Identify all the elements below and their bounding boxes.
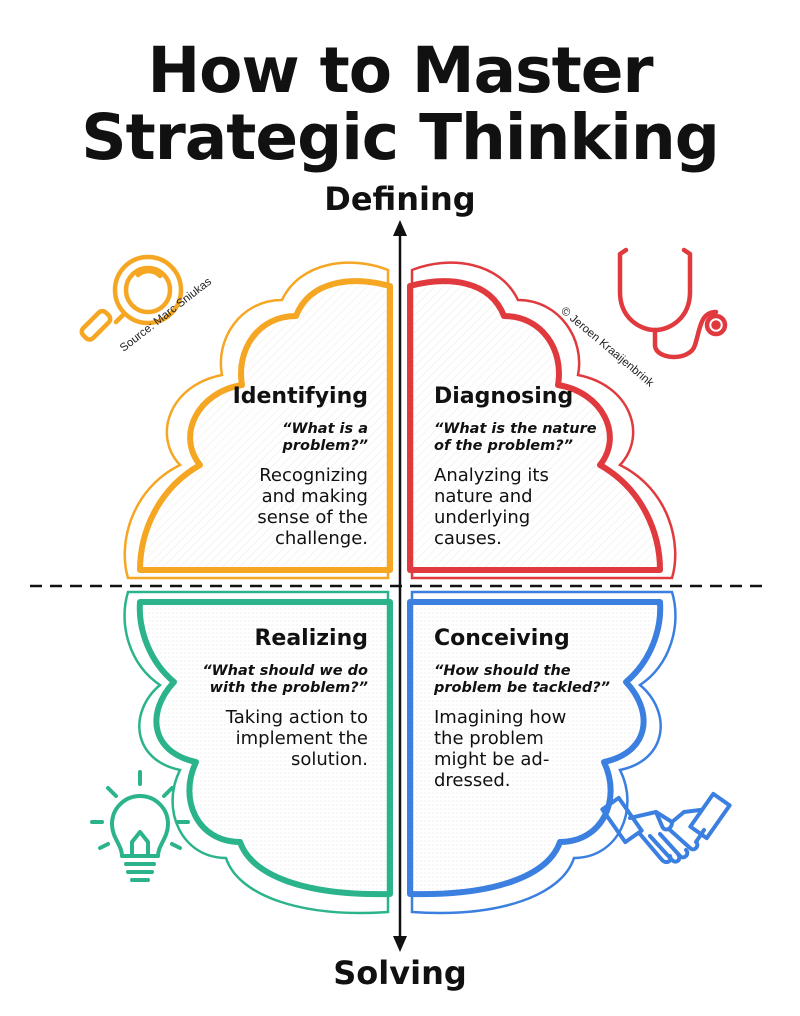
description-line: Taking action to — [225, 707, 368, 728]
quadrant-diagnosing-text: Diagnosing “What is the nature of the pr… — [434, 383, 634, 549]
lightbulb-icon — [90, 770, 190, 882]
description-line: dressed. — [434, 770, 511, 791]
description-line: implement the — [235, 728, 368, 749]
quadrant-identifying-description: Recognizing and making sense of the chal… — [168, 465, 368, 549]
axis-top-label: Defining — [324, 180, 476, 218]
quadrant-conceiving-title: Conceiving — [434, 626, 570, 651]
axis-arrow-up — [393, 220, 407, 236]
question-line: “What should we do — [202, 663, 368, 679]
quadrant-conceiving-question: “How should the problem be tackled?” — [434, 663, 634, 697]
page-title-line2: Strategic Thinking — [81, 101, 720, 174]
description-line: Imagining how — [434, 707, 567, 728]
handshake-icon — [600, 791, 732, 865]
quadrant-conceiving-text: Conceiving “How should the problem be ta… — [434, 625, 634, 791]
quadrant-realizing-text: Realizing “What should we do with the pr… — [168, 625, 368, 770]
magnifying-glass-icon — [79, 254, 184, 342]
quadrant-identifying-title: Identifying — [232, 384, 368, 409]
outer-outline-conceiving — [410, 590, 677, 915]
question-line: with the problem?” — [209, 680, 368, 696]
description-line: challenge. — [274, 528, 368, 549]
description-line: Analyzing its — [434, 465, 549, 486]
quadrant-realizing-title: Realizing — [254, 626, 368, 651]
description-line: the problem — [434, 728, 544, 749]
description-line: underlying — [434, 507, 531, 528]
quadrant-conceiving-shape — [407, 599, 664, 898]
quadrant-diagnosing-description: Analyzing its nature and underlying caus… — [434, 465, 634, 549]
quadrant-realizing-shape — [136, 599, 393, 898]
quadrant-conceiving-description: Imagining how the problem might be ad- d… — [434, 707, 634, 791]
quadrant-diagnosing-title: Diagnosing — [434, 384, 574, 409]
description-line: sense of the — [257, 507, 368, 528]
question-line: problem be tackled?” — [434, 680, 610, 696]
question-line: “What is the nature — [434, 421, 597, 437]
quadrant-diagnosing-shape — [407, 278, 663, 573]
stethoscope-icon — [617, 247, 728, 360]
description-line: might be ad- — [434, 749, 550, 770]
quadrant-diagnosing-question: “What is the nature of the problem?” — [434, 421, 634, 455]
question-line: of the problem?” — [434, 438, 573, 454]
description-line: nature and — [434, 486, 533, 507]
page-title-line1: How to Master — [147, 34, 653, 107]
axis-arrow-down — [393, 936, 407, 952]
description-line: Recognizing — [259, 465, 368, 486]
axis-bottom-label: Solving — [333, 954, 467, 992]
description-line: causes. — [434, 528, 502, 549]
description-line: and making — [261, 486, 368, 507]
quadrant-identifying-text: Identifying “What is a problem?” Recogni… — [168, 383, 368, 549]
outer-outline-identifying — [123, 261, 390, 580]
outer-outline-realizing — [123, 590, 390, 915]
quadrant-identifying-question: “What is a problem?” — [168, 421, 368, 455]
quadrant-identifying-shape — [137, 278, 393, 573]
quadrant-realizing-description: Taking action to implement the solution. — [168, 707, 368, 770]
question-line: “What is a — [282, 421, 368, 437]
quadrant-realizing-question: “What should we do with the problem?” — [168, 663, 368, 697]
description-line: solution. — [290, 749, 368, 770]
question-line: problem?” — [282, 438, 368, 454]
outer-outline-diagnosing — [410, 261, 677, 580]
question-line: “How should the — [434, 663, 571, 679]
